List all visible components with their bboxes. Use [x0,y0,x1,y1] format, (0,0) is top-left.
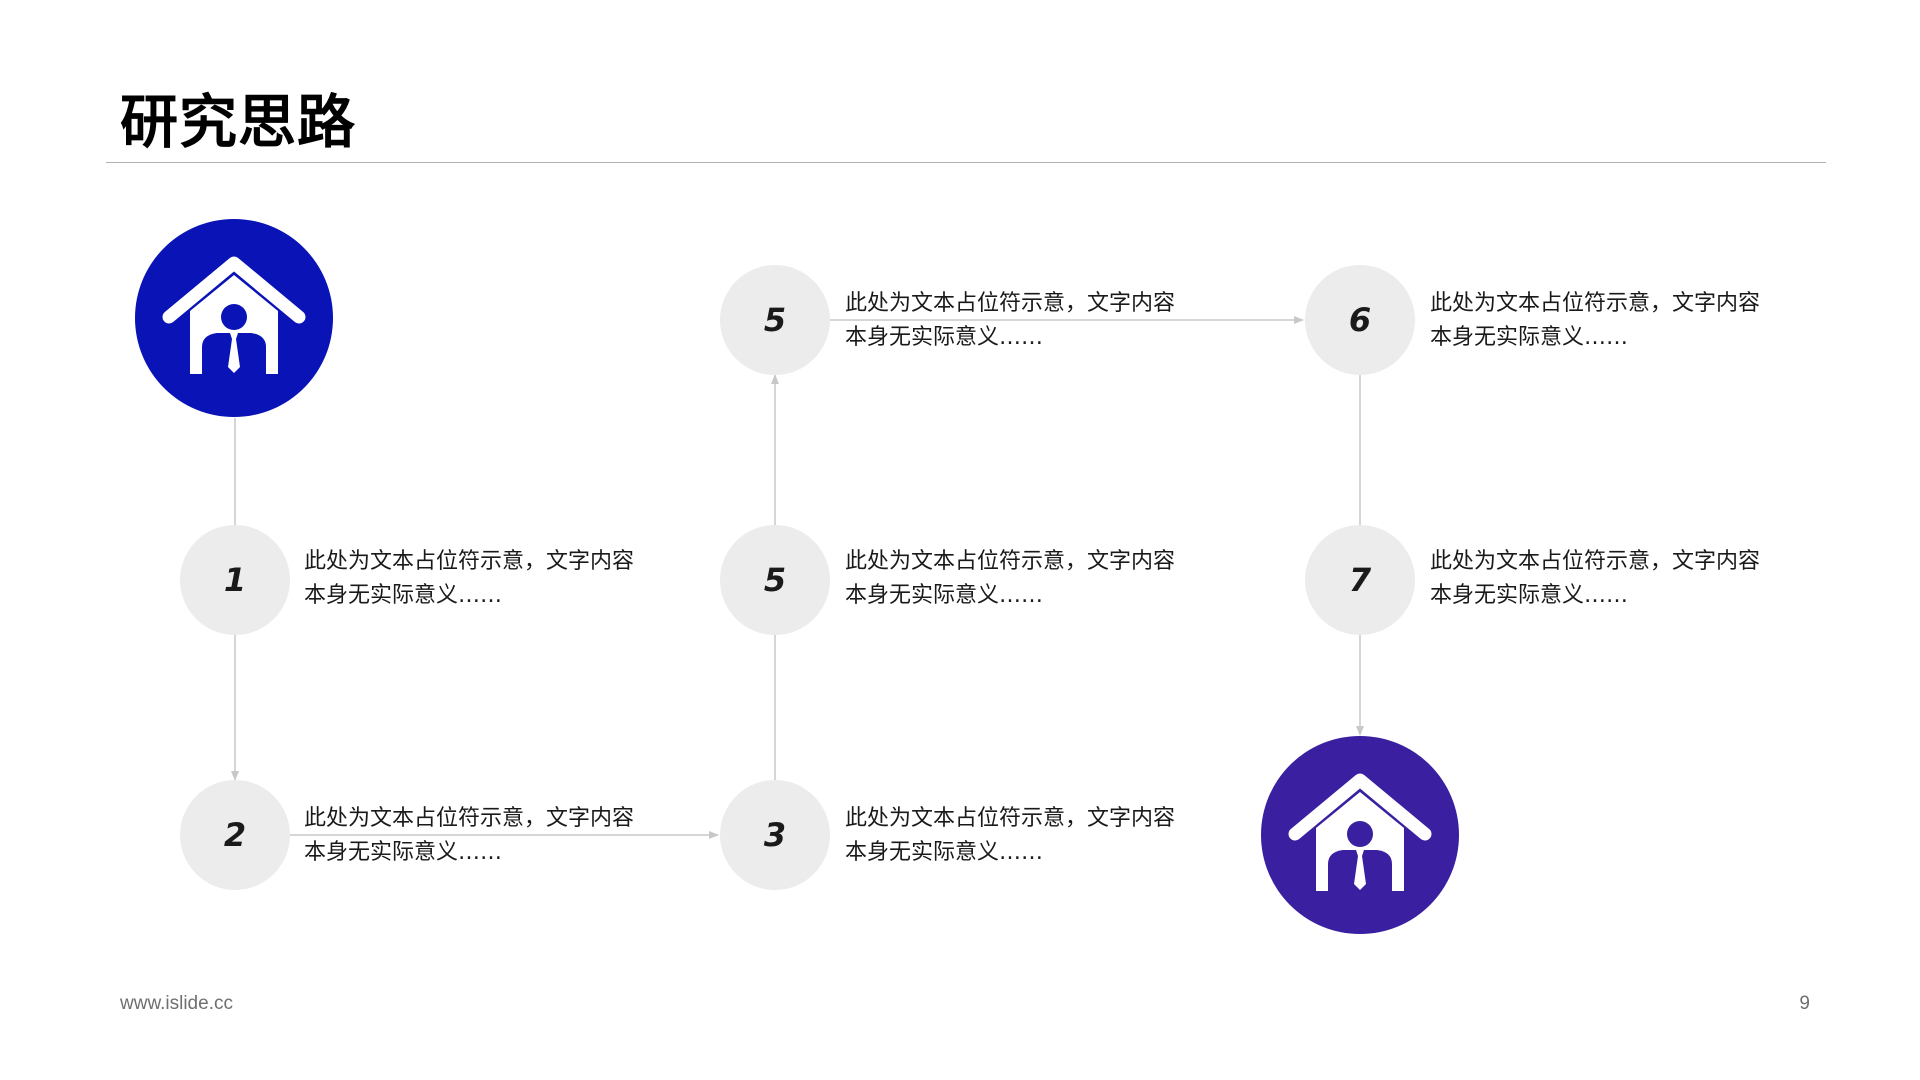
start-circle [135,219,333,417]
slide-title: 研究思路 [120,88,357,156]
step-node-2: 2 [180,780,290,890]
title-divider [106,162,1826,163]
step-node-3: 3 [720,780,830,890]
house-with-person-icon [162,256,306,374]
house-with-person-icon [1288,773,1432,891]
step-text-6: 此处为文本占位符示意，文字内容本身无实际意义…… [1430,291,1761,350]
footer-url: www.islide.cc [120,993,233,1014]
end-circle [1261,736,1459,934]
step-text-1: 此处为文本占位符示意，文字内容本身无实际意义…… [304,549,635,608]
step-node-5-middle: 5 [720,525,830,635]
step-text-5-top: 此处为文本占位符示意，文字内容本身无实际意义…… [845,291,1176,350]
step-text-7: 此处为文本占位符示意，文字内容本身无实际意义…… [1430,549,1761,608]
step-node-6: 6 [1305,265,1415,375]
step-node-7: 7 [1305,525,1415,635]
step-text-3: 此处为文本占位符示意，文字内容本身无实际意义…… [845,806,1176,865]
step-node-5-top: 5 [720,265,830,375]
step-text-5-middle: 此处为文本占位符示意，文字内容本身无实际意义…… [845,549,1176,608]
page-number: 9 [1799,993,1810,1014]
step-node-1: 1 [180,525,290,635]
step-text-2: 此处为文本占位符示意，文字内容本身无实际意义…… [304,806,635,865]
